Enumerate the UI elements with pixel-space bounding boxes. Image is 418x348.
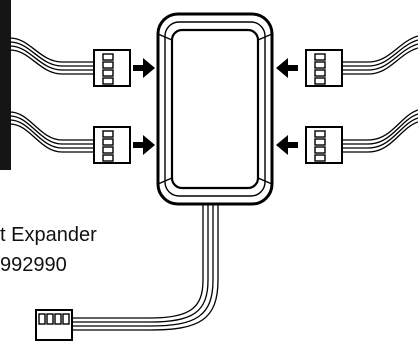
connector-left-bottom bbox=[93, 126, 131, 164]
left-bottom-cable bbox=[9, 111, 94, 153]
arrow-right-bottom-icon bbox=[133, 135, 155, 155]
bottom-cable bbox=[72, 204, 219, 331]
arrow-right-top-icon bbox=[133, 58, 155, 78]
connector-bottom bbox=[35, 309, 73, 341]
left-top-cable bbox=[9, 37, 94, 75]
right-top-cable bbox=[342, 35, 418, 75]
connector-right-bottom bbox=[305, 126, 343, 164]
left-label-panel bbox=[0, 0, 11, 170]
right-bottom-cable bbox=[342, 109, 418, 153]
arrow-left-top-icon bbox=[276, 58, 298, 78]
caption-line-1: t Expander bbox=[0, 224, 97, 246]
connector-right-top bbox=[305, 49, 343, 87]
connector-left-top bbox=[93, 49, 131, 87]
arrow-left-bottom-icon bbox=[276, 135, 298, 155]
caption-line-2: 992990 bbox=[0, 254, 67, 276]
expander-box bbox=[156, 12, 274, 206]
